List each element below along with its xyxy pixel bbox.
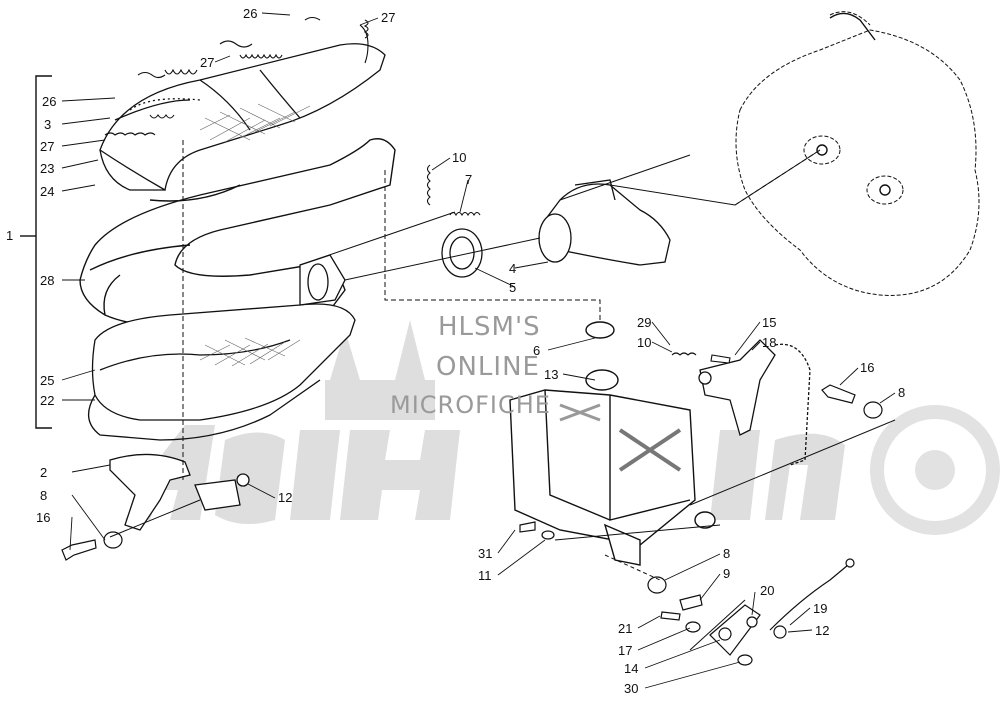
callout-27-top: 27 bbox=[381, 10, 395, 25]
assembly-bracket bbox=[20, 75, 52, 429]
callout-22: 22 bbox=[40, 393, 54, 408]
callout-9: 9 bbox=[723, 566, 730, 581]
callout-5: 5 bbox=[509, 280, 516, 295]
silencer-box bbox=[509, 321, 716, 566]
bottom-hardware bbox=[519, 521, 855, 666]
callout-27-mid: 27 bbox=[200, 55, 214, 70]
callout-17: 17 bbox=[618, 643, 632, 658]
callout-23: 23 bbox=[40, 161, 54, 176]
callout-10-right: 10 bbox=[637, 335, 651, 350]
callout-2: 2 bbox=[40, 465, 47, 480]
callout-26: 26 bbox=[42, 94, 56, 109]
callout-4: 4 bbox=[509, 261, 516, 276]
callout-8-left: 8 bbox=[40, 488, 47, 503]
engine-outline bbox=[735, 11, 980, 296]
engine-ports bbox=[816, 12, 891, 196]
callout-8-bottom: 8 bbox=[723, 546, 730, 561]
callout-12-left: 12 bbox=[278, 490, 292, 505]
callout-10-top: 10 bbox=[452, 150, 466, 165]
callout-13: 13 bbox=[544, 367, 558, 382]
callout-30: 30 bbox=[624, 681, 638, 696]
left-bolt-spacer bbox=[61, 531, 123, 561]
mount-bracket-18 bbox=[698, 339, 811, 466]
callout-14: 14 bbox=[624, 661, 638, 676]
callout-3: 3 bbox=[44, 117, 51, 132]
watermark: HLSM'S ONLINE MICROFICHE bbox=[390, 312, 551, 419]
hanger-bracket bbox=[109, 453, 250, 531]
callout-31: 31 bbox=[478, 546, 492, 561]
callout-27: 27 bbox=[40, 139, 54, 154]
right-bolt-spacer bbox=[821, 384, 883, 419]
callout-11: 11 bbox=[478, 568, 492, 583]
callout-28: 28 bbox=[40, 273, 54, 288]
callout-25: 25 bbox=[40, 373, 54, 388]
callout-15: 15 bbox=[762, 315, 776, 330]
lower-shield-hatching bbox=[199, 337, 301, 367]
callout-6: 6 bbox=[533, 343, 540, 358]
callout-16-left: 16 bbox=[36, 510, 50, 525]
exhaust-manifold bbox=[441, 179, 671, 278]
arctic-cat-logo-watermark bbox=[125, 320, 1000, 535]
callout-16-right: 16 bbox=[860, 360, 874, 375]
callout-18: 18 bbox=[762, 335, 776, 350]
callout-21: 21 bbox=[618, 621, 632, 636]
watermark-line3: MICROFICHE bbox=[390, 391, 551, 419]
small-bolt-15 bbox=[710, 354, 731, 364]
callout-12-bottom: 12 bbox=[815, 623, 829, 638]
watermark-line2: ONLINE bbox=[436, 352, 540, 382]
springs-7-10 bbox=[426, 164, 697, 356]
callout-24: 24 bbox=[40, 184, 54, 199]
assembly-lines bbox=[109, 140, 896, 651]
heat-shield-hatching bbox=[199, 103, 311, 143]
callout-1: 1 bbox=[6, 228, 13, 243]
callout-leaders bbox=[61, 12, 896, 689]
lower-heat-shield bbox=[88, 303, 356, 441]
callout-26-top: 26 bbox=[243, 6, 257, 21]
callout-29: 29 bbox=[637, 315, 651, 330]
callout-8-right: 8 bbox=[898, 385, 905, 400]
callout-labels: 1 26 3 27 23 24 28 25 22 26 27 27 10 7 4… bbox=[6, 6, 905, 696]
callout-7: 7 bbox=[465, 172, 472, 187]
callout-20: 20 bbox=[760, 583, 774, 598]
heat-shield-springs bbox=[104, 16, 369, 136]
callout-19: 19 bbox=[813, 601, 827, 616]
watermark-line1: HLSM'S bbox=[438, 312, 541, 342]
